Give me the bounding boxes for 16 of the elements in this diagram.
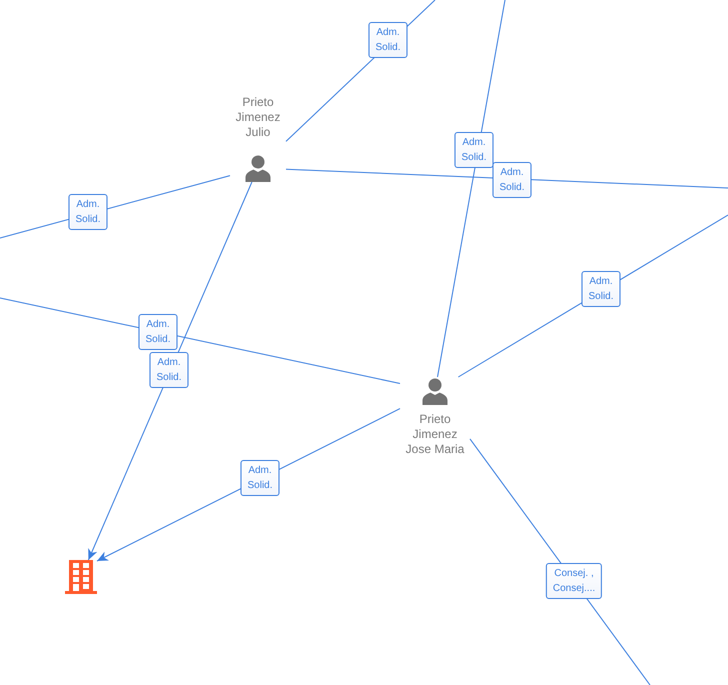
connector-line [0,298,400,384]
connector-line [437,0,506,378]
edge-label: Adm. Solid. [240,460,280,496]
arrow [88,182,252,560]
edge-label: Adm. Solid. [150,352,188,388]
edge-label: Adm. Solid. [138,314,178,350]
edge-label: Adm. Solid. [68,194,108,230]
person-name: Prieto Jimenez Julio [234,95,282,140]
edge-label: Adm. Solid. [492,162,532,198]
connector-line [286,168,728,188]
edge-label: Adm. Solid. [454,132,494,168]
building-icon [65,560,97,594]
person-name: Prieto Jimenez Jose Maria [404,412,466,457]
edge-label: Adm. Solid. [368,22,408,58]
edge-label: Adm. Solid. [582,271,620,307]
edge-label: Consej. , Consej.... [546,563,602,599]
